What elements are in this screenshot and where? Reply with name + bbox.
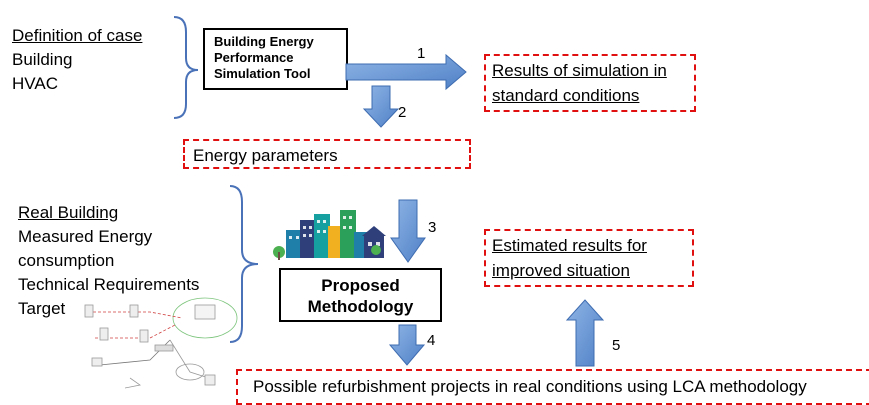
methodology-line-2: Methodology xyxy=(307,297,414,316)
real-building-item-1: Measured Energy xyxy=(18,227,153,246)
results-standard-box: Results of simulation in standard condit… xyxy=(484,54,696,112)
arrow-5 xyxy=(565,299,605,367)
estimated-line-2: improved situation xyxy=(492,261,630,280)
estimated-results-box: Estimated results for improved situation xyxy=(484,229,694,287)
real-building-item-4: Target xyxy=(18,299,66,318)
tool-line-1: Building Energy xyxy=(214,34,314,49)
real-building-item-3: Technical Requirements xyxy=(18,275,200,294)
case-definition-heading: Definition of case xyxy=(12,26,143,45)
arrow-label-1: 1 xyxy=(417,45,426,62)
brace-real-building xyxy=(229,185,259,343)
results-standard-line-2: standard conditions xyxy=(492,86,640,105)
case-item-hvac: HVAC xyxy=(12,74,58,93)
real-building-heading: Real Building xyxy=(18,203,119,222)
methodology-box: Proposed Methodology xyxy=(279,268,442,322)
arrow-2 xyxy=(362,85,400,128)
simulation-tool-box: Building Energy Performance Simulation T… xyxy=(203,28,348,90)
brace-case-definition xyxy=(173,16,199,119)
arrow-4 xyxy=(388,324,426,366)
energy-parameters-label: Energy parameters xyxy=(193,146,338,165)
refurbishment-label: Possible refurbishment projects in real … xyxy=(253,377,807,396)
city-buildings-icon xyxy=(273,210,386,260)
arrow-label-3: 3 xyxy=(428,219,437,236)
case-item-building: Building xyxy=(12,50,73,69)
tool-line-3: Simulation Tool xyxy=(214,66,311,81)
methodology-line-1: Proposed xyxy=(321,276,400,295)
estimated-line-1: Estimated results for xyxy=(492,236,647,255)
real-building-item-2: consumption xyxy=(18,251,115,270)
arrow-3 xyxy=(390,199,426,263)
sensor-network-icon xyxy=(84,297,238,389)
refurbishment-box: Possible refurbishment projects in real … xyxy=(236,369,869,405)
results-standard-line-1: Results of simulation in xyxy=(492,61,667,80)
energy-parameters-box: Energy parameters xyxy=(183,139,471,169)
arrow-label-2: 2 xyxy=(398,104,407,121)
arrow-label-5: 5 xyxy=(612,337,621,354)
arrow-1 xyxy=(345,53,467,91)
tool-line-2: Performance xyxy=(214,50,294,65)
arrow-label-4: 4 xyxy=(427,332,436,349)
